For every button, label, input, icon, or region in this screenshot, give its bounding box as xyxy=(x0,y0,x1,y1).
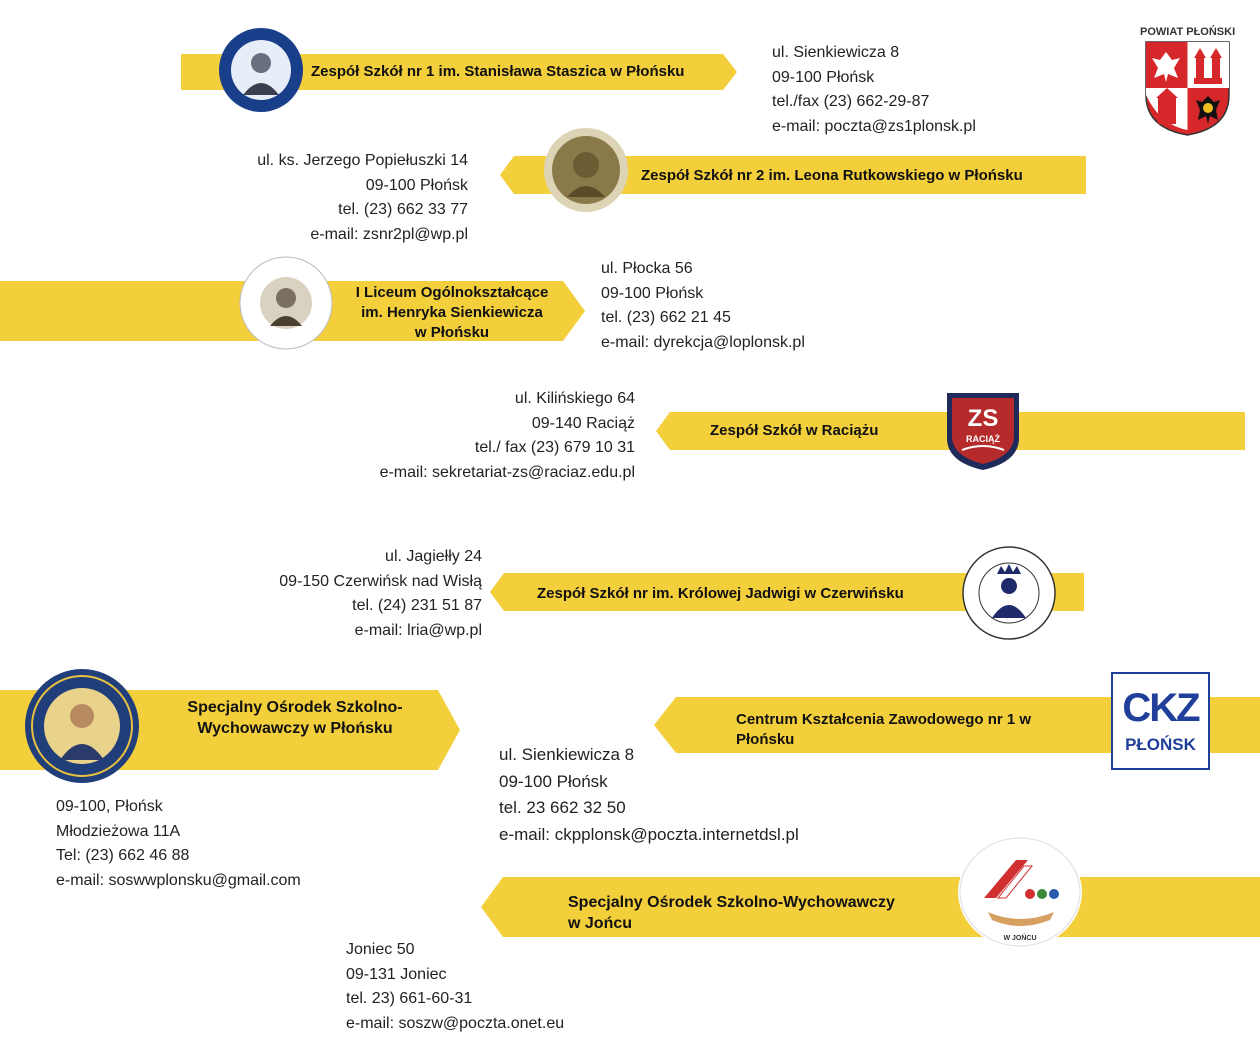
school-5-name: Zespół Szkół nr im. Królowej Jadwigi w C… xyxy=(537,585,904,602)
address-line: tel. (23) 662 33 77 xyxy=(338,201,468,218)
email-line: e-mail: soszw@poczta.onet.eu xyxy=(346,1014,565,1032)
county-label: POWIAT PŁOŃSKI xyxy=(1140,26,1236,38)
address-line: 09-100, Płońsk xyxy=(56,798,163,815)
school-8-address: Joniec 50 09-131 Joniec tel. 23) 661-60-… xyxy=(346,938,564,1036)
email-line: e-mail: dyrekcja@loplonsk.pl xyxy=(601,333,805,351)
address-line: ul. Jagiełły 24 xyxy=(385,548,482,565)
email-line: e-mail: poczta@zs1plonsk.pl xyxy=(772,117,976,135)
email-line: e-mail: soswwplonsku@gmail.com xyxy=(56,871,301,889)
school-3-address: ul. Płocka 56 09-100 Płońsk tel. (23) 66… xyxy=(601,257,805,355)
email-line: e-mail: ckpplonsk@poczta.internetdsl.pl xyxy=(499,824,799,844)
school-6-logo xyxy=(24,668,140,784)
school-3-name: I Liceum Ogólnokształcące im. Henryka Si… xyxy=(336,283,568,343)
school-3-logo xyxy=(239,256,333,350)
address-line: ul. Płocka 56 xyxy=(601,260,693,277)
address-line: 09-131 Joniec xyxy=(346,965,447,983)
portrait-badge-icon xyxy=(219,28,303,112)
address-line: 09-100 Płońsk xyxy=(601,284,704,302)
school-2-logo xyxy=(543,127,629,213)
address-line: ul. Sienkiewicza 8 xyxy=(772,44,900,61)
name-line: Specjalny Ośrodek Szkolno- xyxy=(187,699,403,716)
queen-seal-icon xyxy=(962,546,1056,640)
name-line: Płońsku xyxy=(736,731,795,748)
name-line: Wychowawczy w Płońsku xyxy=(197,720,393,737)
saint-portrait-icon xyxy=(25,669,139,783)
address-line: 09-100 Płońsk xyxy=(772,68,875,86)
school-5-address: ul. Jagiełły 24 09-150 Czerwińsk nad Wis… xyxy=(279,545,482,643)
school-8-logo: W JOŃCU xyxy=(958,836,1082,948)
svg-text:W JOŃCU: W JOŃCU xyxy=(1003,933,1036,942)
address-line: tel./ fax (23) 679 10 31 xyxy=(474,439,635,456)
name-line: Specjalny Ośrodek Szkolno-Wychowawczy xyxy=(568,894,895,911)
house-hands-icon: W JOŃCU xyxy=(959,837,1081,947)
school-8-name: Specjalny Ośrodek Szkolno-Wychowawczy w … xyxy=(568,892,895,934)
address-line: tel./fax (23) 662-29-87 xyxy=(772,93,930,110)
school-2-address: ul. ks. Jerzego Popiełuszki 14 09-100 Pł… xyxy=(257,149,468,247)
bronze-medal-icon xyxy=(544,128,628,212)
school-4-logo: ZS RACIĄŻ xyxy=(944,390,1022,472)
name-line: w Jońcu xyxy=(568,915,633,932)
email-line: e-mail: zsnr2pl@wp.pl xyxy=(310,225,468,243)
school-4-address: ul. Kilińskiego 64 09-140 Raciąż tel./ f… xyxy=(380,387,635,485)
school-8-ribbon xyxy=(481,877,1260,937)
school-4-name: Zespół Szkół w Raciążu xyxy=(710,422,879,439)
school-7-logo: CKZ PŁOŃSK xyxy=(1111,672,1210,770)
address-line: tel. (23) 662 21 45 xyxy=(601,309,731,326)
name-line: Centrum Kształcenia Zawodowego nr 1 w xyxy=(736,711,1032,728)
portrait-seal-icon xyxy=(239,256,333,350)
ckz-logo-text: CKZ xyxy=(1122,686,1200,730)
county-crest: POWIAT PŁOŃSKI xyxy=(1140,26,1235,138)
address-line: 09-140 Raciąż xyxy=(531,414,635,432)
school-7-name: Centrum Kształcenia Zawodowego nr 1 w Pł… xyxy=(736,710,1031,750)
school-2-name: Zespół Szkół nr 2 im. Leona Rutkowskiego… xyxy=(641,167,1023,184)
address-line: Tel: (23) 662 46 88 xyxy=(56,847,190,864)
name-line: im. Henryka Sienkiewicza xyxy=(361,304,543,321)
address-line: Joniec 50 xyxy=(346,941,415,958)
email-line: e-mail: sekretariat-zs@raciaz.edu.pl xyxy=(379,463,635,481)
school-6-name: Specjalny Ośrodek Szkolno- Wychowawczy w… xyxy=(160,697,430,739)
address-line: 09-100 Płońsk xyxy=(365,176,468,194)
address-line: ul. ks. Jerzego Popiełuszki 14 xyxy=(257,152,468,169)
address-line: ul. Sienkiewicza 8 xyxy=(499,745,635,764)
address-line: ul. Kilińskiego 64 xyxy=(514,390,635,407)
name-line: w Płońsku xyxy=(414,324,490,341)
name-line: I Liceum Ogólnokształcące xyxy=(355,284,549,301)
school-6-address: 09-100, Płońsk Młodzieżowa 11A Tel: (23)… xyxy=(56,795,301,893)
ckz-logo-subtext: PŁOŃSK xyxy=(1125,735,1196,754)
school-5-logo xyxy=(962,546,1056,640)
logo-subtext: RACIĄŻ xyxy=(966,434,1000,444)
address-line: 09-150 Czerwińsk nad Wisłą xyxy=(279,572,482,590)
address-line: tel. 23) 661-60-31 xyxy=(346,990,473,1007)
address-line: Młodzieżowa 11A xyxy=(56,822,181,840)
school-7-address: ul. Sienkiewicza 8 09-100 Płońsk tel. 23… xyxy=(499,742,799,848)
school-1-address: ul. Sienkiewicza 8 09-100 Płońsk tel./fa… xyxy=(772,41,976,139)
address-line: tel. (24) 231 51 87 xyxy=(352,597,482,614)
county-coat-of-arms-icon xyxy=(1145,41,1230,136)
address-line: tel. 23 662 32 50 xyxy=(499,798,626,817)
school-1-name: Zespół Szkół nr 1 im. Stanisława Staszic… xyxy=(311,63,685,80)
address-line: 09-100 Płońsk xyxy=(499,771,608,791)
zs-shield-icon: ZS RACIĄŻ xyxy=(947,393,1019,470)
email-line: e-mail: lria@wp.pl xyxy=(354,621,482,639)
logo-text: ZS xyxy=(968,405,999,432)
school-1-logo xyxy=(218,27,304,113)
